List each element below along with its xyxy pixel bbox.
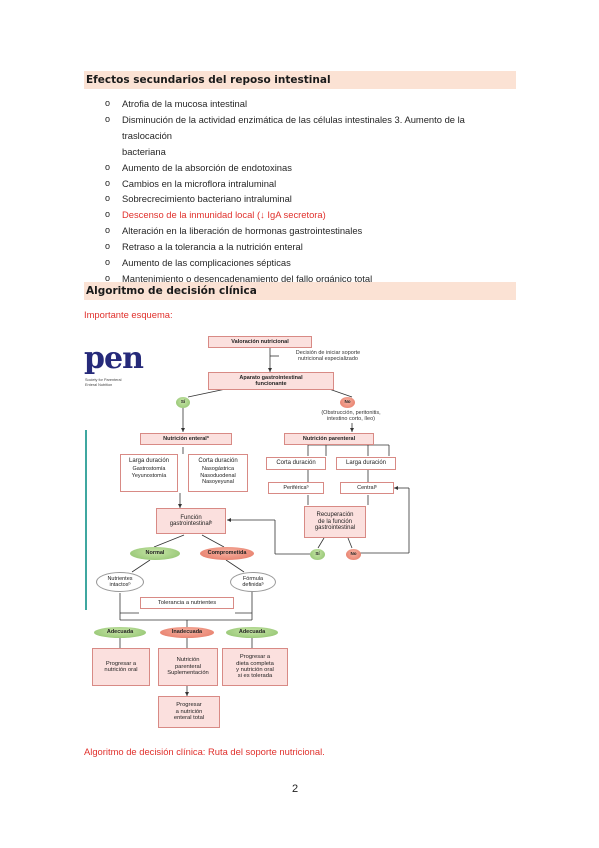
aspen-logo-subtitle: Society for Parenteral Enteral Nutrition — [85, 378, 145, 387]
logo-sub-line: Society for Parenteral — [85, 378, 122, 382]
note-line: intestino corto, íleo) — [327, 416, 375, 423]
comprometida-oval: Comprometida — [200, 547, 254, 560]
funcion-gi-box: Función gastrointestinalᵇ — [156, 508, 226, 534]
list-item: Atrofia de la mucosa intestinal — [84, 96, 516, 112]
box-line: parenteral — [174, 663, 202, 670]
logo-sub-line: Enteral Nutrition — [85, 382, 113, 387]
box-line: si es tolerada — [237, 673, 273, 680]
box-line: Nasoduodenal — [200, 472, 236, 479]
nutrientes-oval: Nutrientes intactosᵇ — [96, 572, 144, 592]
aspen-logo: pen — [84, 341, 144, 376]
parenteral-suplementacion-box: Nutrición parenteral Suplementación — [158, 648, 218, 686]
box-line: nutrición oral — [104, 667, 138, 673]
page-number: 2 — [292, 783, 299, 795]
central-box: Centralᵇ — [340, 482, 394, 494]
box-title: Corta duración — [198, 458, 238, 464]
box-line: Nasoyeyunal — [202, 479, 234, 486]
list-item: Cambios en la microflora intraluminal — [84, 176, 516, 192]
box-line: Aparato gastrointestinal — [239, 374, 303, 381]
aparato-box: Aparato gastrointestinal funcionante — [208, 372, 334, 390]
adecuada-oval-left: Adecuada — [94, 627, 146, 638]
periferica-box: Periféricaᵇ — [268, 482, 324, 494]
list-item: Sobrecrecimiento bacteriano intraluminal — [84, 191, 516, 207]
box-line: gastrointestinal — [314, 525, 356, 532]
important-note: Importante esquema: — [84, 309, 173, 320]
box-line: dieta completa — [236, 660, 274, 667]
list-item: Alteración en la liberación de hormonas … — [84, 223, 516, 239]
list-item: Disminución de la actividad enzimática d… — [84, 112, 516, 144]
progresar-oral-box: Progresar a nutrición oral — [92, 648, 150, 686]
box-title: Larga duración — [128, 458, 170, 464]
box-line: Progresar — [176, 702, 202, 709]
note-line: Decisión de iniciar soporte — [295, 350, 361, 356]
box-line: de la función — [317, 518, 353, 525]
section-heading-side-effects: Efectos secundarios del reposo intestina… — [84, 71, 516, 89]
larga-duracion-parenteral-box: Larga duración — [336, 457, 396, 470]
no-circle-right: No — [346, 549, 361, 560]
box-line: Progresar a — [239, 654, 271, 661]
box-line: Yeyunostomía — [131, 472, 167, 479]
box-line: Progresar a — [105, 660, 137, 667]
corta-duracion-parenteral-box: Corta duración — [266, 457, 326, 470]
si-circle-right: Sí — [310, 549, 325, 560]
decision-note: Decisión de iniciar soporte nutricional … — [280, 350, 376, 363]
larga-duracion-enteral-box: Larga duración Gastrostomía Yeyunostomía — [120, 454, 178, 492]
box-line: y nutrición oral — [236, 667, 274, 673]
list-item-highlight: Descenso de la inmunidad local (↓ IgA se… — [84, 207, 516, 223]
oval-line: Nutrientes — [107, 575, 133, 582]
box-line: Nutrición — [176, 657, 200, 664]
box-line: Función — [180, 514, 202, 521]
box-line: Nasogástrica — [201, 466, 235, 473]
clinical-decision-diagram: pen Society for Parenteral Enteral Nutri… — [84, 330, 410, 730]
parenteral-box: Nutrición parenteral — [284, 433, 374, 445]
valoracion-box: Valoración nutricional — [208, 336, 312, 348]
oval-line: intactosᵇ — [109, 582, 131, 588]
note-line: nutricional especializado — [298, 356, 358, 363]
progresar-dieta-box: Progresar a dieta completa y nutrición o… — [222, 648, 288, 686]
enteral-box: Nutrición enteralª — [140, 433, 232, 445]
formula-oval: Fórmula definidaᵇ — [230, 572, 276, 592]
diagram-caption: Algoritmo de decisión clínica: Ruta del … — [84, 746, 325, 757]
box-line: Suplementación — [167, 670, 209, 677]
adecuada-oval-right: Adecuada — [226, 627, 278, 638]
box-line: Gastrostomía — [132, 466, 166, 473]
no-circle: No — [340, 397, 355, 408]
oval-line: Fórmula — [242, 575, 264, 582]
oval-line: definidaᵇ — [242, 582, 264, 588]
box-line: funcionante — [255, 381, 287, 387]
box-line: Recuperación — [316, 512, 354, 519]
section-heading-algorithm: Algoritmo de decisión clínica — [84, 282, 516, 300]
recuperacion-box: Recuperación de la función gastrointesti… — [304, 506, 366, 538]
tolerancia-box: Tolerancia a nutrientes — [140, 597, 234, 609]
box-line: a nutrición — [175, 708, 203, 715]
si-circle: Sí — [176, 397, 190, 408]
progresar-enteral-total-box: Progresar a nutrición enteral total — [158, 696, 220, 728]
side-effects-list: Atrofia de la mucosa intestinal Disminuc… — [84, 96, 516, 287]
list-item-continuation: bacteriana — [122, 145, 166, 157]
list-item: Mantenimiento o desencadenamiento del fa… — [84, 271, 516, 287]
note-line: (Obstrucción, peritonitis, — [321, 410, 381, 416]
list-item: Aumento de la absorción de endotoxinas — [84, 160, 516, 176]
list-item: Aumento de las complicaciones sépticas — [84, 255, 516, 271]
obstruccion-note: (Obstrucción, peritonitis, intestino cor… — [296, 410, 406, 423]
teal-margin-line — [85, 430, 87, 610]
diagram-connectors — [119, 348, 410, 696]
box-line: enteral total — [173, 715, 205, 722]
list-item: Retraso a la tolerancia a la nutrición e… — [84, 239, 516, 255]
corta-duracion-enteral-box: Corta duración Nasogástrica Nasoduodenal… — [188, 454, 248, 492]
box-line: gastrointestinalᵇ — [169, 521, 213, 527]
inadecuada-oval: Inadecuada — [160, 627, 214, 638]
normal-oval: Normal — [130, 547, 180, 560]
